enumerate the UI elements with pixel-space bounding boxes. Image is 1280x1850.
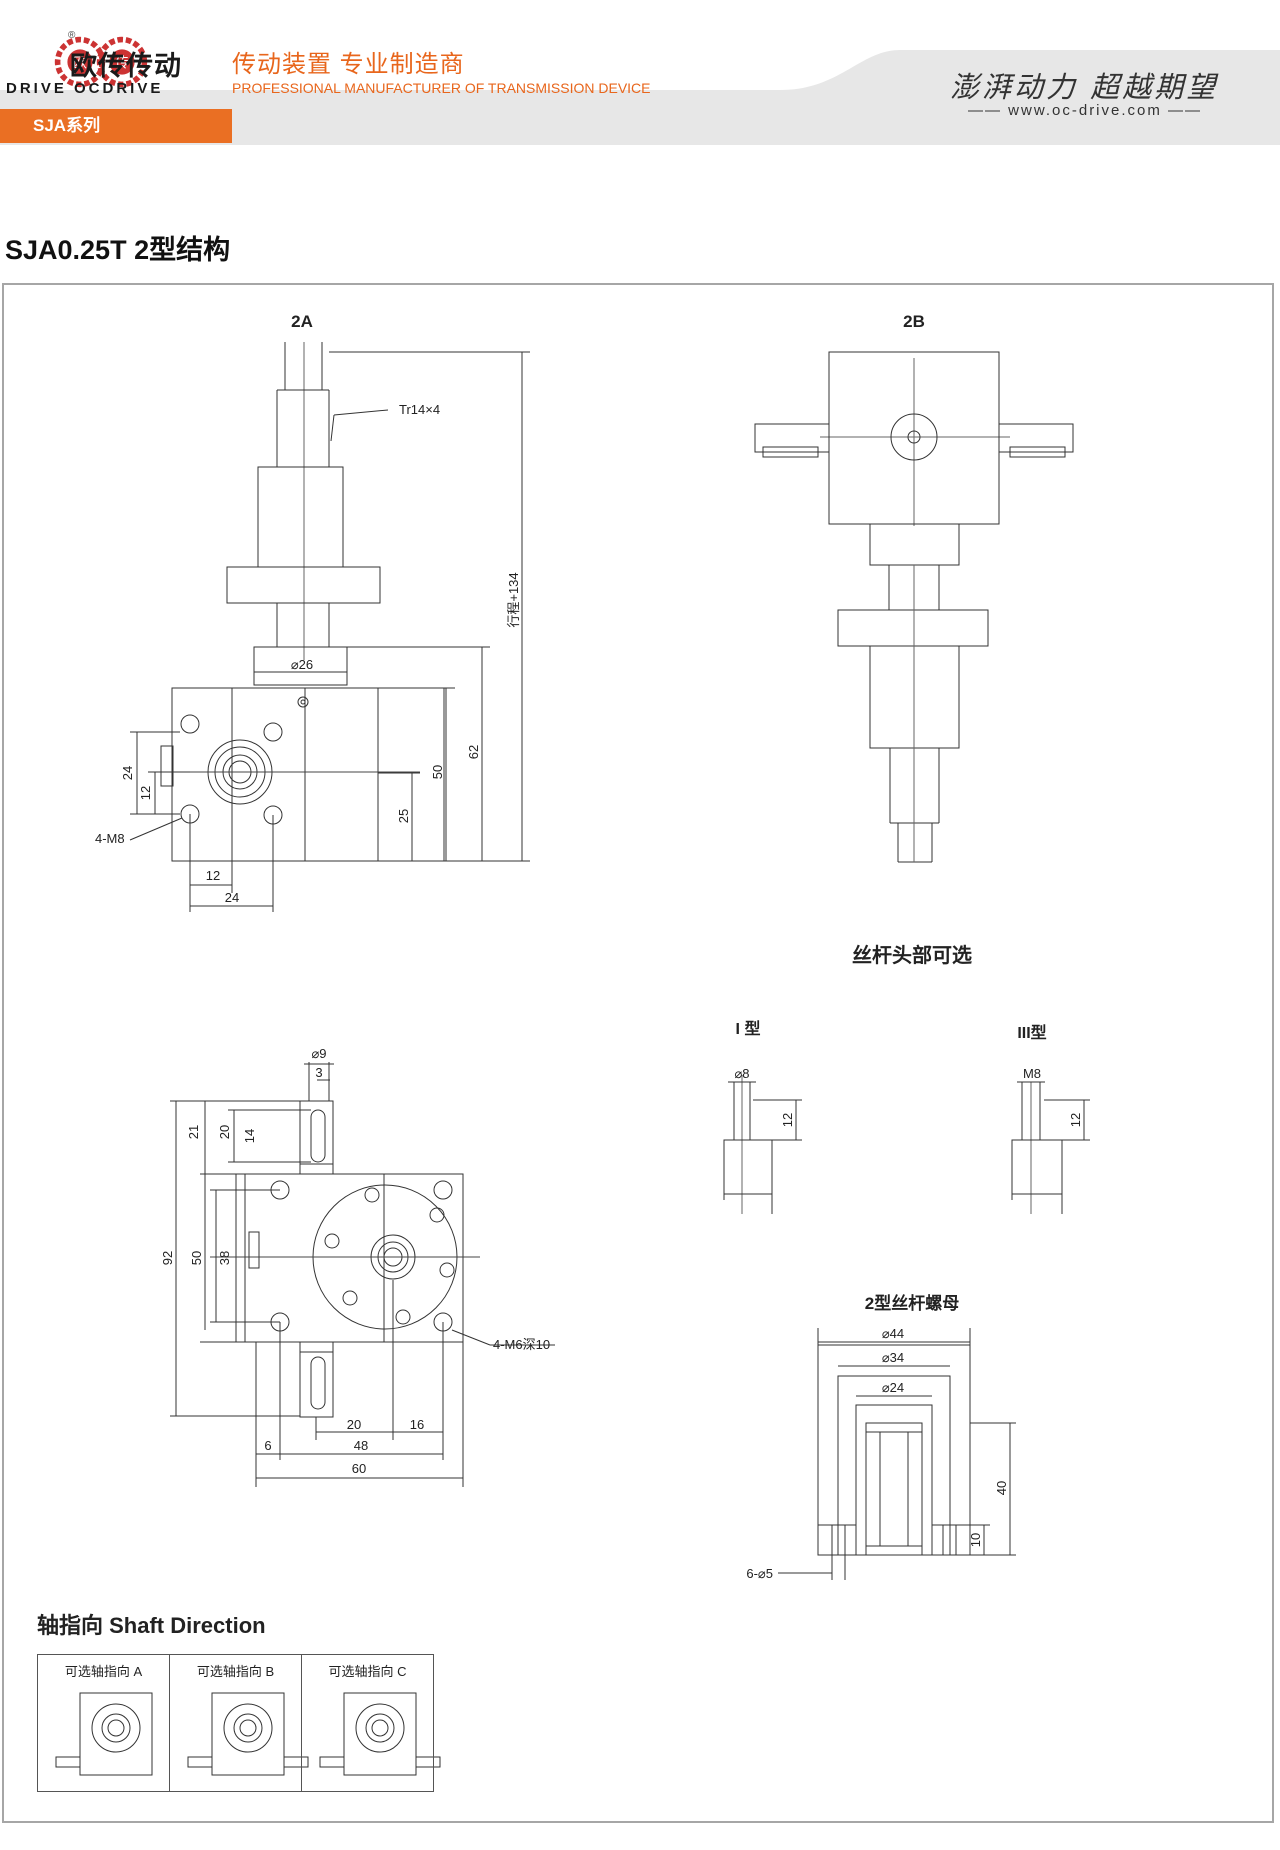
dim-62: 62	[466, 745, 481, 759]
screw-head-title: 丝杆头部可选	[852, 943, 972, 967]
type-3-label: III型	[1017, 1024, 1046, 1042]
type-1-dia: ⌀8	[734, 1066, 749, 1081]
logo-mark-1: 欧	[73, 56, 87, 72]
logo-mark-2: 传	[115, 56, 129, 72]
type-3-len: 12	[1068, 1113, 1083, 1127]
logo-icon: 欧 传	[54, 36, 148, 88]
dim-3: 3	[315, 1065, 322, 1080]
tagline-en: PROFESSIONAL MANUFACTURER OF TRANSMISSIO…	[232, 80, 651, 96]
view-2a	[129, 342, 530, 912]
dim-24-horiz: 24	[225, 890, 239, 905]
nut-d44: ⌀44	[882, 1326, 904, 1341]
shaft-thumb-b	[187, 1692, 309, 1776]
dim-48: 48	[354, 1438, 368, 1453]
stroke-label: 行程+134	[506, 572, 521, 627]
nut-holes: 6-⌀5	[746, 1566, 773, 1581]
nut-d34: ⌀34	[882, 1350, 904, 1365]
shaft-option-b[interactable]: 可选轴指向 B	[170, 1655, 302, 1791]
dim-25: 25	[396, 809, 411, 823]
screw-head-type-1	[723, 1075, 802, 1214]
view-2a-title: 2A	[291, 312, 313, 331]
registered-mark: ®	[68, 30, 76, 41]
dim-20-horiz: 20	[347, 1417, 361, 1432]
dim-50-vert: 50	[189, 1251, 204, 1265]
dim-60: 60	[352, 1461, 366, 1476]
shaft-thumb-a	[55, 1692, 153, 1776]
lead-nut-drawing	[778, 1328, 1016, 1580]
brand-name-cn: 欧传传动	[70, 51, 182, 81]
header-band	[0, 50, 1280, 145]
dim-24-vert: 24	[120, 766, 135, 780]
view-2b	[754, 351, 1074, 863]
series-tab[interactable]: SJA系列	[0, 109, 232, 143]
type-1-len: 12	[780, 1113, 795, 1127]
holes-4-m8: 4-M8	[95, 831, 125, 846]
brand-name-en: DRIVE OCDRIVE	[6, 80, 164, 97]
page-title: SJA0.25T 2型结构	[5, 235, 231, 265]
dim-6: 6	[264, 1438, 271, 1453]
shaft-option-b-label: 可选轴指向 B	[196, 1664, 275, 1679]
tagline-cn: 传动装置 专业制造商	[232, 51, 465, 78]
nut-h10: 10	[968, 1533, 983, 1547]
shaft-thumb-c	[319, 1692, 441, 1776]
slogan: 澎湃动力 超越期望	[950, 70, 1219, 104]
shaft-option-c[interactable]: 可选轴指向 C	[302, 1655, 433, 1791]
dim-38: 38	[217, 1251, 232, 1265]
dim-14: 14	[242, 1129, 257, 1143]
dim-d26: ⌀26	[291, 657, 313, 672]
shaft-option-c-label: 可选轴指向 C	[328, 1664, 407, 1679]
nut-d24: ⌀24	[882, 1380, 904, 1395]
bottom-view	[170, 1062, 555, 1487]
dim-12-vert: 12	[138, 786, 153, 800]
type-1-label: I 型	[736, 1020, 761, 1038]
shaft-option-a-label: 可选轴指向 A	[64, 1664, 143, 1679]
dim-50: 50	[430, 765, 445, 779]
shaft-direction-table: 可选轴指向 A 可选轴指向 B 可选轴指向 C	[37, 1654, 434, 1792]
view-2b-title: 2B	[903, 312, 925, 331]
dim-12-horiz: 12	[206, 868, 220, 883]
holes-4-m6: 4-M6深10	[493, 1337, 550, 1352]
dim-d9: ⌀9	[311, 1046, 326, 1061]
dim-20-vert: 20	[217, 1125, 232, 1139]
type-3-thread: M8	[1023, 1066, 1041, 1081]
dim-92: 92	[160, 1251, 175, 1265]
nut-title: 2型丝杆螺母	[865, 1293, 959, 1313]
nut-h40: 40	[994, 1481, 1009, 1495]
dim-21: 21	[186, 1125, 201, 1139]
screw-head-type-3	[1011, 1081, 1090, 1214]
dim-16: 16	[410, 1417, 424, 1432]
website-text: www.oc-drive.com	[1008, 102, 1162, 119]
drawing-frame	[2, 283, 1274, 1823]
thread-label: Tr14×4	[399, 402, 440, 417]
website-url[interactable]: —— www.oc-drive.com ——	[968, 102, 1203, 119]
shaft-option-a[interactable]: 可选轴指向 A	[38, 1655, 170, 1791]
shaft-direction-title: 轴指向 Shaft Direction	[37, 1613, 266, 1638]
